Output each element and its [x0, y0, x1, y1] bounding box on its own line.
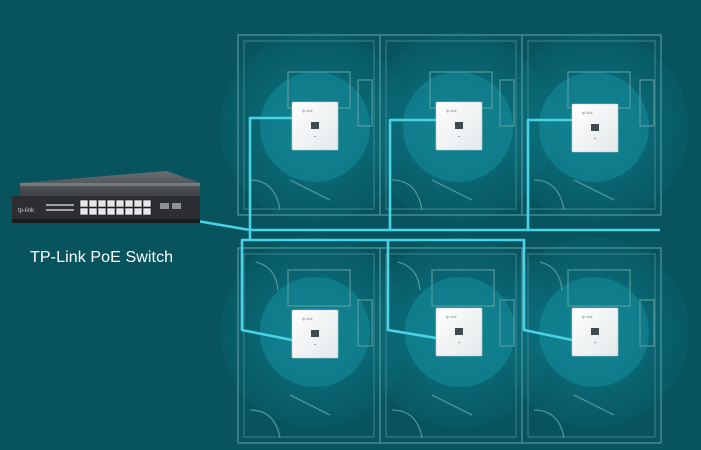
ap-brand-logo: tp-link [302, 316, 313, 321]
ethernet-port-icon [455, 122, 463, 129]
cable-ap-6 [388, 238, 573, 342]
wall-access-point: tp-link [571, 307, 619, 357]
wall-access-point: tp-link [435, 307, 483, 357]
ethernet-port-icon [311, 330, 319, 337]
ap-brand-logo: tp-link [446, 108, 457, 113]
ethernet-port-icon [311, 122, 319, 129]
wall-access-point: tp-link [291, 101, 339, 151]
ethernet-port-icon [591, 328, 599, 335]
ethernet-port-icon [455, 328, 463, 335]
ap-brand-logo: tp-link [446, 314, 457, 319]
switch-led-panel [46, 204, 74, 211]
ethernet-cables [167, 116, 660, 342]
cable-ap-5 [250, 238, 437, 340]
ap-brand-logo: tp-link [302, 108, 313, 113]
access-points: tp-link tp-link tp-link tp-link [291, 101, 619, 359]
cable-ap-1 [248, 116, 292, 230]
cable-ap-3 [526, 118, 572, 230]
ap-brand-logo: tp-link [582, 314, 593, 319]
switch-caption: TP-Link PoE Switch [30, 249, 174, 266]
switch-ports [79, 199, 152, 216]
wall-access-point: tp-link [291, 309, 339, 359]
poe-switch: tp-link [12, 171, 200, 223]
wall-access-point: tp-link [571, 103, 619, 153]
cable-ap-2 [388, 118, 436, 230]
ethernet-port-icon [591, 124, 599, 131]
ap-brand-logo: tp-link [582, 110, 593, 115]
switch-brand-logo: tp-link [18, 208, 35, 214]
wall-access-point: tp-link [435, 101, 483, 151]
switch-sfp-ports [160, 203, 181, 209]
floor-plan [237, 34, 662, 444]
cable-ap-4 [240, 230, 293, 342]
